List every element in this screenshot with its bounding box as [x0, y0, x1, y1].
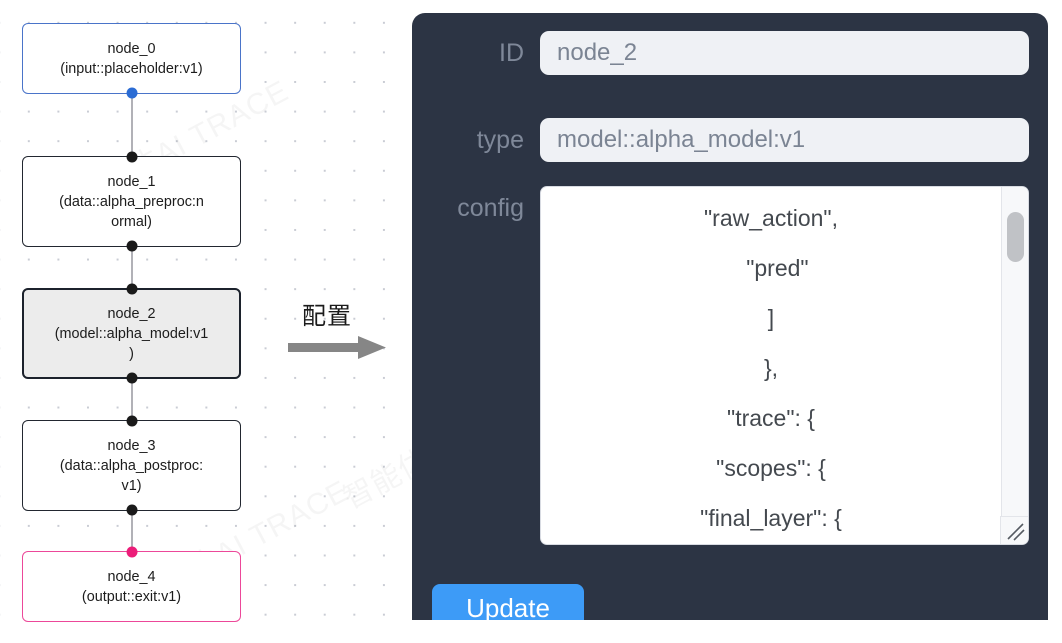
edge-node3-node4 [130, 510, 133, 552]
label-type: type [476, 126, 524, 154]
flow-node-node_0[interactable]: node_0 (input::placeholder:v1) [22, 23, 241, 94]
configure-arrow-group: 配置 [288, 296, 400, 366]
node-subtitle-cont: ) [129, 345, 134, 362]
config-scrollbar[interactable] [1001, 187, 1028, 544]
flow-node-node_3[interactable]: node_3 (data::alpha_postproc: v1) [22, 420, 241, 511]
node-title: node_1 [107, 173, 156, 190]
right-arrow-icon [288, 334, 388, 367]
edge-node2-node3 [130, 378, 133, 421]
resize-grip-icon[interactable] [1000, 516, 1028, 544]
handle-node1-source[interactable] [126, 240, 137, 252]
handle-node0-source[interactable] [126, 87, 137, 99]
label-config: config [457, 194, 524, 222]
edge-node1-node2 [130, 246, 133, 289]
handle-node1-target[interactable] [126, 151, 137, 163]
field-row-config: config "raw_action", "pred" ] }, "trace"… [428, 186, 1029, 545]
config-scrollbar-thumb[interactable] [1007, 212, 1024, 262]
node-subtitle: (data::alpha_preproc:n [59, 193, 204, 210]
node-subtitle: (data::alpha_postproc: [59, 457, 204, 474]
node-subtitle: (model::alpha_model:v1 [54, 325, 209, 342]
config-textarea[interactable]: "raw_action", "pred" ] }, "trace": { "sc… [540, 186, 1029, 545]
edge-node0-node1 [130, 93, 133, 157]
node-title: node_4 [107, 568, 156, 585]
node-subtitle-cont: ormal) [111, 213, 152, 230]
handle-node4-target[interactable] [126, 546, 137, 558]
config-textarea-value: "raw_action", "pred" ] }, "trace": { "sc… [700, 205, 842, 531]
arrow-caption: 配置 [302, 303, 352, 330]
node-title: node_3 [107, 437, 156, 454]
label-id: ID [499, 39, 524, 67]
type-input[interactable]: model::alpha_model:v1 [540, 118, 1029, 162]
update-button[interactable]: Update [432, 584, 584, 620]
handle-node2-target[interactable] [126, 283, 137, 295]
handle-node3-source[interactable] [126, 504, 137, 516]
node-title: node_2 [107, 305, 156, 322]
flow-node-node_2[interactable]: node_2 (model::alpha_model:v1 ) [22, 288, 241, 379]
flow-node-node_4[interactable]: node_4 (output::exit:v1) [22, 551, 241, 622]
flow-node-node_1[interactable]: node_1 (data::alpha_preproc:n ormal) [22, 156, 241, 247]
node-title: node_0 [107, 40, 156, 57]
id-input[interactable]: node_2 [540, 31, 1029, 75]
handle-node2-source[interactable] [126, 372, 137, 384]
handle-node3-target[interactable] [126, 415, 137, 427]
node-subtitle: (input::placeholder:v1) [60, 60, 203, 77]
field-row-type: type model::alpha_model:v1 [428, 118, 1029, 162]
node-subtitle-cont: v1) [121, 477, 142, 494]
field-row-id: ID node_2 [428, 31, 1029, 75]
node-subtitle: (output::exit:v1) [81, 588, 182, 605]
node-config-panel: ID node_2 type model::alpha_model:v1 con… [412, 13, 1048, 620]
